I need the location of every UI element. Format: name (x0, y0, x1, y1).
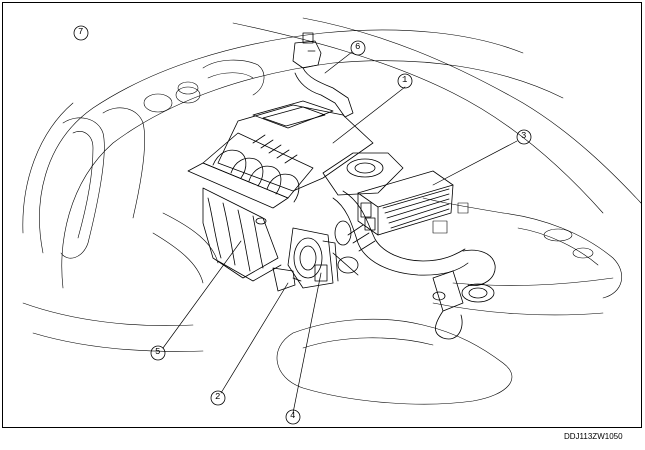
throttle-body (287, 227, 339, 289)
intake-manifold (202, 187, 282, 282)
intake-duct (332, 190, 496, 340)
callout-6: 6 (355, 42, 361, 52)
sensor-connector (272, 267, 302, 292)
callout-3: 3 (521, 131, 527, 141)
callout-circles (73, 25, 532, 425)
vehicle-body-outline (22, 17, 642, 405)
reference-code: DDJ113ZW1050 (564, 432, 623, 441)
intake-chamber (322, 152, 404, 196)
leader-lines (162, 51, 518, 414)
callout-1: 1 (402, 75, 408, 85)
callout-2: 2 (215, 392, 221, 402)
engine-bay-drawing (22, 17, 642, 425)
mounting-bracket (292, 32, 354, 118)
air-cleaner (187, 100, 374, 209)
diagram-frame: 7 1 6 3 5 2 4 (2, 2, 642, 428)
pcm-module (357, 170, 454, 236)
callout-5: 5 (155, 347, 161, 357)
callout-7: 7 (78, 27, 84, 37)
callout-4: 4 (290, 411, 296, 421)
